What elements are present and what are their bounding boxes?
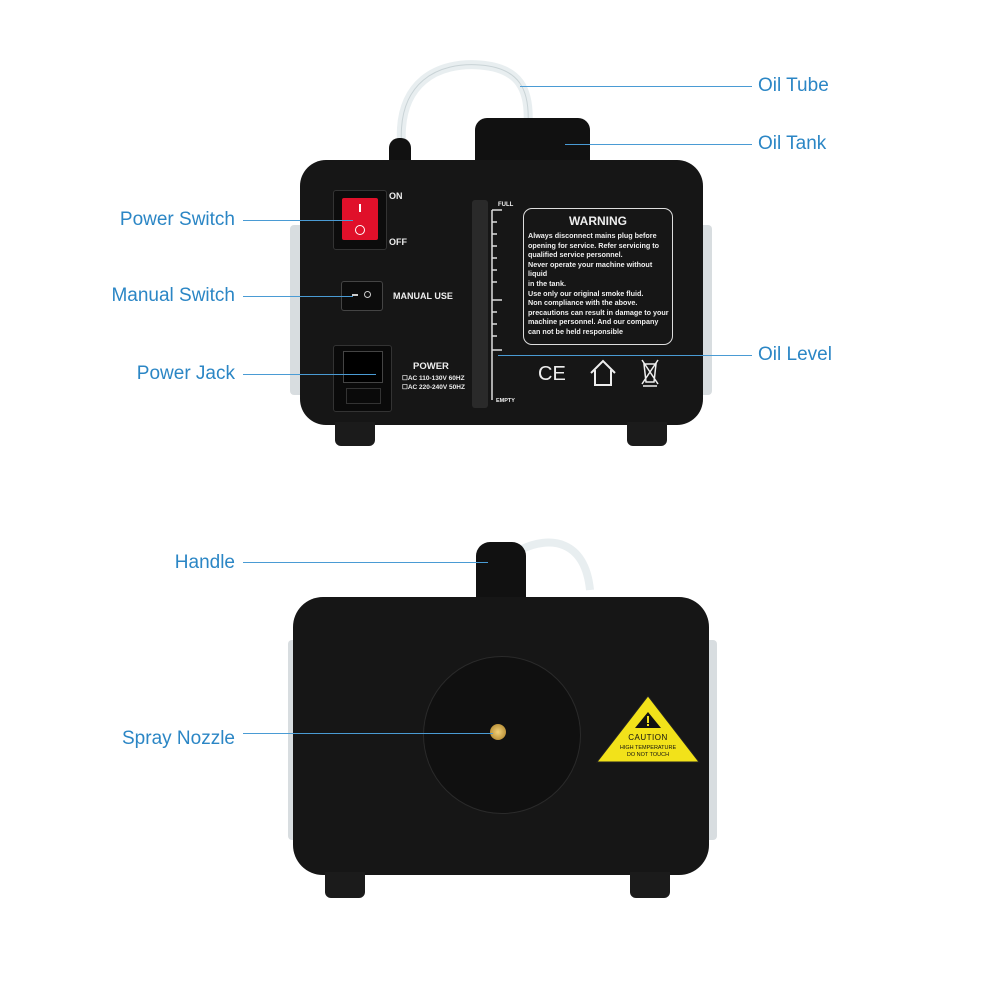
caution-line-2: DO NOT TOUCH [626,752,670,758]
weee-bin-icon [641,359,659,387]
knob [389,138,411,162]
foot [335,422,375,446]
foot [325,872,365,898]
label-power-jack: Power Jack [136,363,235,384]
level-empty-label: EMPTY [496,398,515,404]
caution-line-1: HIGH TEMPERATURE [619,745,677,751]
warning-label: WARNING Always disconnect mains plug bef… [523,208,673,345]
warning-line: Always disconnect mains plug before [528,231,657,240]
leader-line [243,562,488,563]
handle[interactable] [476,542,526,602]
warning-title: WARNING [569,214,627,228]
ce-mark: CE [538,363,566,385]
warning-line: Never operate your machine without liqui… [528,259,653,279]
oil-tube-graphic [518,538,594,591]
warning-line: Non compliance with the above. [528,298,638,308]
power-option-1: ☐AC 110-130V 60HZ [402,375,465,382]
switch-on-label: ON [389,191,403,201]
leader-line [243,733,493,734]
caution-title: CAUTION [628,733,668,742]
power-jack[interactable] [333,345,392,412]
switch-off-label: OFF [389,237,407,247]
label-spray-nozzle: Spray Nozzle [122,728,235,749]
label-handle: Handle [174,552,235,573]
warning-line: machine personnel. And our company [528,317,659,327]
label-oil-tube: Oil Tube [758,75,829,96]
leader-line [520,86,752,87]
caution-sticker [595,695,701,763]
label-manual-switch: Manual Switch [111,285,235,306]
label-power-switch: Power Switch [119,209,235,230]
oil-tank-cap [475,118,590,166]
oil-tube-graphic [396,60,533,151]
leader-line [498,355,752,356]
warning-line: qualified service personnel. [528,250,623,260]
oil-level-window [472,200,488,408]
spray-nozzle [490,724,506,740]
house-icon [590,359,616,386]
leader-line [243,374,376,375]
label-oil-tank: Oil Tank [758,133,827,154]
warning-line: opening for service. Refer servicing to [528,240,660,250]
oil-level-scale [491,209,502,400]
foot [627,422,667,446]
level-full-label: FULL [498,202,514,208]
leader-line [243,220,353,221]
label-oil-level: Oil Level [758,344,832,365]
warning-line: precautions can result in damage to your [528,307,669,317]
leader-line [243,296,353,297]
manual-use-label: MANUAL USE [393,291,453,301]
foot [630,872,670,898]
power-option-2: ☐AC 220-240V 50HZ [402,384,465,391]
power-title: POWER [413,361,449,372]
warning-line: can not be held responsible [528,326,624,336]
warning-line: in the tank. [528,278,566,288]
leader-line [565,144,752,145]
warning-line: Use only our original smoke fluid. [528,288,644,298]
